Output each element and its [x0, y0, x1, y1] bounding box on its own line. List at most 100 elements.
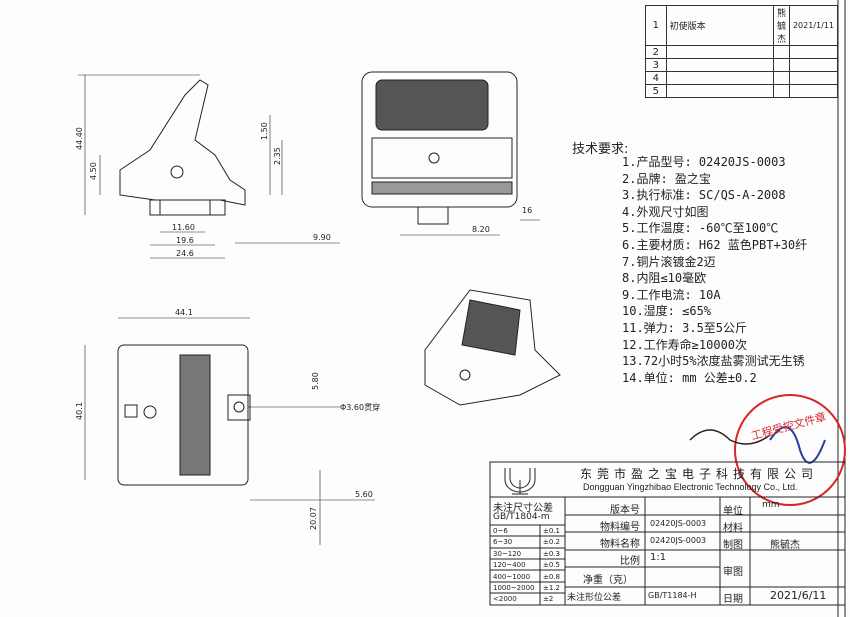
tolerance-values: ±0.1 ±0.2 ±0.3 ±0.5 ±0.8 ±1.2 ±2	[543, 526, 560, 606]
rev-desc	[665, 45, 774, 59]
dimension-label: 20.07	[309, 507, 318, 530]
signature	[769, 426, 826, 464]
dimension-label: 24.6	[176, 249, 194, 258]
material-label: 材料	[723, 523, 743, 534]
company-name-en: Dongguan Yingzhibao Electronic Technolog…	[583, 482, 798, 492]
tol-range: 1000~2000	[493, 584, 535, 593]
rev-name	[772, 58, 790, 72]
req-item: 9.工作电流: 10A	[622, 287, 721, 302]
title-block-frame	[489, 461, 846, 606]
tol-value: ±0.8	[543, 572, 560, 581]
rev-desc	[665, 58, 774, 72]
rev-no: 5	[645, 84, 667, 98]
tol-range: 30~120	[493, 549, 522, 558]
table-row: 2	[645, 45, 839, 59]
dimension-label: 40.1	[75, 402, 84, 420]
req-item: 3.执行标准: SC/QS-A-2008	[622, 188, 786, 203]
version-label: 版本号	[610, 505, 640, 516]
dimension-label: 5.80	[311, 372, 320, 390]
rev-desc: 初使版本	[665, 5, 774, 46]
req-item: 5.工作温度: -60℃至100℃	[622, 221, 779, 236]
rev-name	[772, 45, 790, 59]
rev-date	[788, 45, 839, 59]
tol-value: ±2	[543, 595, 554, 604]
req-item: 12.工作寿命≥10000次	[622, 337, 748, 352]
rev-date	[788, 84, 839, 98]
material-no-label: 物料编号	[600, 522, 640, 533]
table-row: 4	[645, 71, 839, 85]
tech-requirements: 1.产品型号: 02420JS-0003 2.品牌: 盈之宝 3.执行标准: S…	[622, 154, 807, 386]
req-item: 1.产品型号: 02420JS-0003	[622, 155, 786, 169]
scale-value: 1:1	[650, 552, 667, 563]
drawn-label: 制图	[723, 540, 743, 551]
rev-date	[788, 71, 839, 85]
req-item: 8.内阻≤10毫欧	[622, 271, 707, 286]
tol-title: 未注尺寸公差	[493, 503, 553, 514]
req-item: 7.铜片滚镀金2迈	[622, 254, 716, 269]
rev-desc	[665, 84, 774, 98]
rev-name	[772, 71, 790, 85]
table-row: 5	[645, 84, 839, 98]
rev-no: 1	[645, 5, 667, 46]
dimension-label: 44.1	[175, 308, 193, 317]
tol-value: ±0.1	[543, 527, 560, 535]
table-row: 3	[645, 58, 839, 72]
material-name-label: 物料名称	[600, 539, 640, 550]
unit-value: mm	[762, 500, 780, 510]
tol-range: 6~30	[493, 538, 513, 547]
req-item: 2.品牌: 盈之宝	[622, 171, 711, 186]
company-stamp	[689, 394, 846, 506]
top-view: 44.1 40.1 5.80 Φ3.60贯穿 5.60 20.07	[75, 308, 380, 545]
tol-value: ±0.2	[543, 538, 560, 547]
req-item: 4.外观尺寸如图	[622, 204, 709, 219]
tol-std: GB/T1804-m	[493, 512, 550, 522]
req-item: 14.单位: mm 公差±0.2	[622, 370, 757, 385]
material-name-value: 02420JS-0003	[650, 536, 707, 545]
dimension-label: 5.60	[355, 490, 373, 499]
date-label: 日期	[723, 594, 743, 605]
req-item: 10.湿度: ≤65%	[622, 304, 712, 319]
scale-label: 比例	[620, 556, 640, 567]
dimension-label: 44.40	[75, 127, 84, 150]
rev-date	[788, 58, 839, 72]
req-item: 11.弹力: 3.5至5公斤	[622, 320, 748, 335]
review-label: 审图	[723, 567, 743, 578]
weight-label: 净重（克）	[583, 575, 633, 586]
dimension-label: 9.90	[313, 233, 331, 242]
date-value: 2021/6/11	[770, 589, 827, 602]
rev-no: 2	[645, 45, 667, 59]
side-view: 44.40 4.50 1.50 2.35 11.60 19.6 24.6 9.9…	[75, 74, 340, 259]
signature	[689, 429, 771, 445]
isometric-view	[424, 289, 561, 406]
company-logo	[504, 468, 536, 495]
tol-range: 120~400	[493, 561, 526, 570]
tol-value: ±1.2	[543, 584, 560, 593]
material-no-value: 02420JS-0003	[650, 519, 707, 528]
dimension-label: 16	[522, 206, 532, 215]
tolerance-ranges: 0~6 6~30 30~120 120~400 400~1000 1000~20…	[493, 526, 535, 606]
geo-tol-value: GB/T1184-H	[648, 591, 697, 600]
rev-name: 熊毓杰	[772, 5, 790, 46]
unit-label: 单位	[723, 506, 743, 517]
drawn-value: 熊毓杰	[770, 540, 800, 551]
dimension-label: 11.60	[172, 223, 195, 232]
rev-no: 4	[645, 71, 667, 85]
rev-desc	[665, 71, 774, 85]
tol-value: ±0.3	[543, 549, 560, 558]
tol-range: <2000	[493, 595, 517, 604]
dimension-label: 8.20	[472, 225, 490, 234]
dimension-label: Φ3.60贯穿	[340, 402, 380, 412]
dimension-label: 1.50	[260, 122, 269, 140]
front-view: 16 8.20	[361, 71, 540, 236]
tol-value: ±0.5	[543, 561, 560, 570]
rev-name	[772, 84, 790, 98]
tol-range: 400~1000	[493, 572, 531, 581]
tol-range: 0~6	[493, 527, 508, 535]
req-item: 13.72小时5%浓度盐雾测试无生锈	[622, 354, 805, 369]
dimension-label: 4.50	[89, 162, 98, 180]
rev-date: 2021/1/11	[788, 5, 839, 46]
